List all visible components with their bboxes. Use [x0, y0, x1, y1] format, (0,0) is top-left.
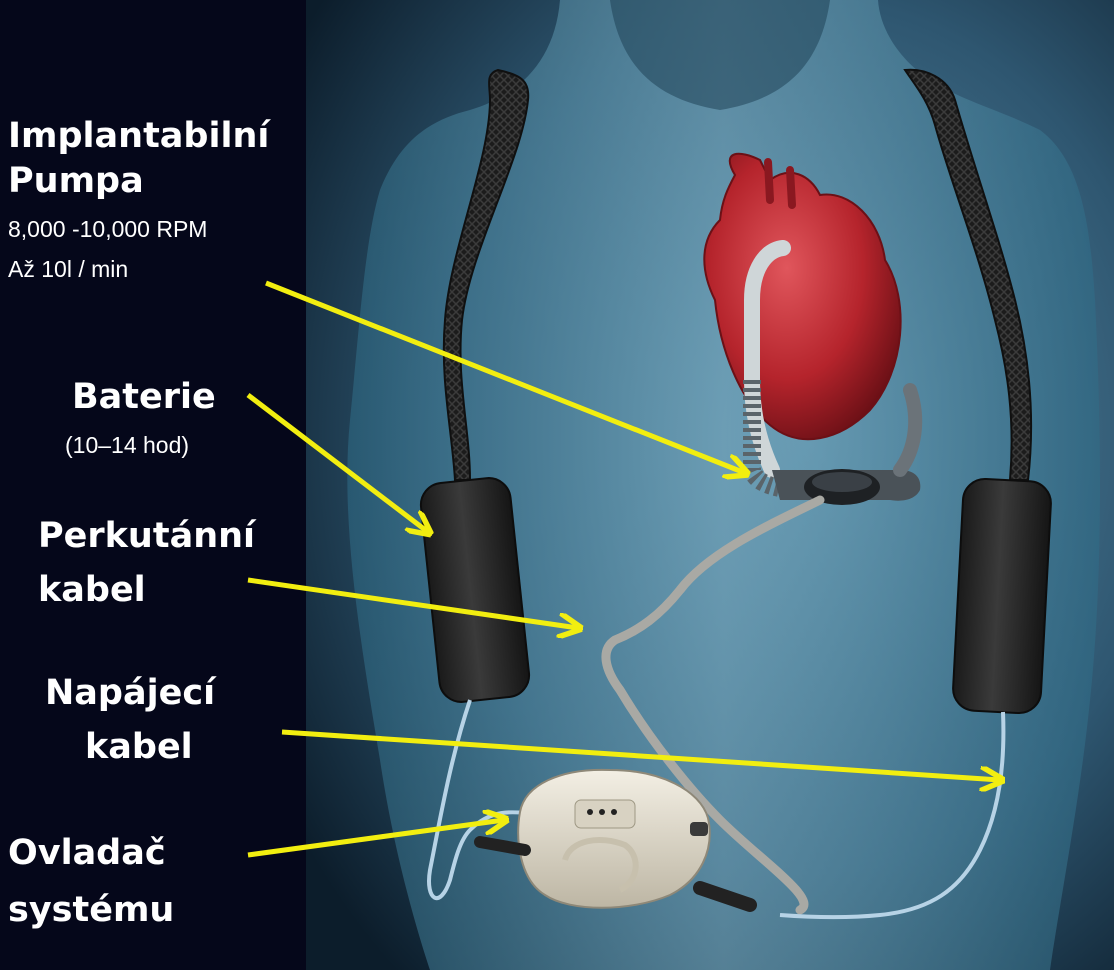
controller-label-line1: Ovladač	[8, 832, 166, 874]
battery-spec-duration: (10–14 hod)	[65, 431, 189, 459]
percutaneous-cable-label-line2: kabel	[38, 569, 146, 611]
right-battery	[952, 478, 1052, 714]
pump-label-line2: Pumpa	[8, 160, 144, 202]
pump-label-line1: Implantabilní	[8, 115, 269, 157]
percutaneous-cable-label-line1: Perkutánní	[38, 515, 255, 557]
power-cable-label-line2: kabel	[85, 726, 193, 768]
battery-label: Baterie	[72, 376, 216, 418]
pump-spec-rpm: 8,000 -10,000 RPM	[8, 215, 207, 243]
pump-spec-flow: Až 10l / min	[8, 255, 128, 283]
controller-label-line2: systému	[8, 889, 174, 931]
power-cable-label-line1: Napájecí	[45, 672, 215, 714]
